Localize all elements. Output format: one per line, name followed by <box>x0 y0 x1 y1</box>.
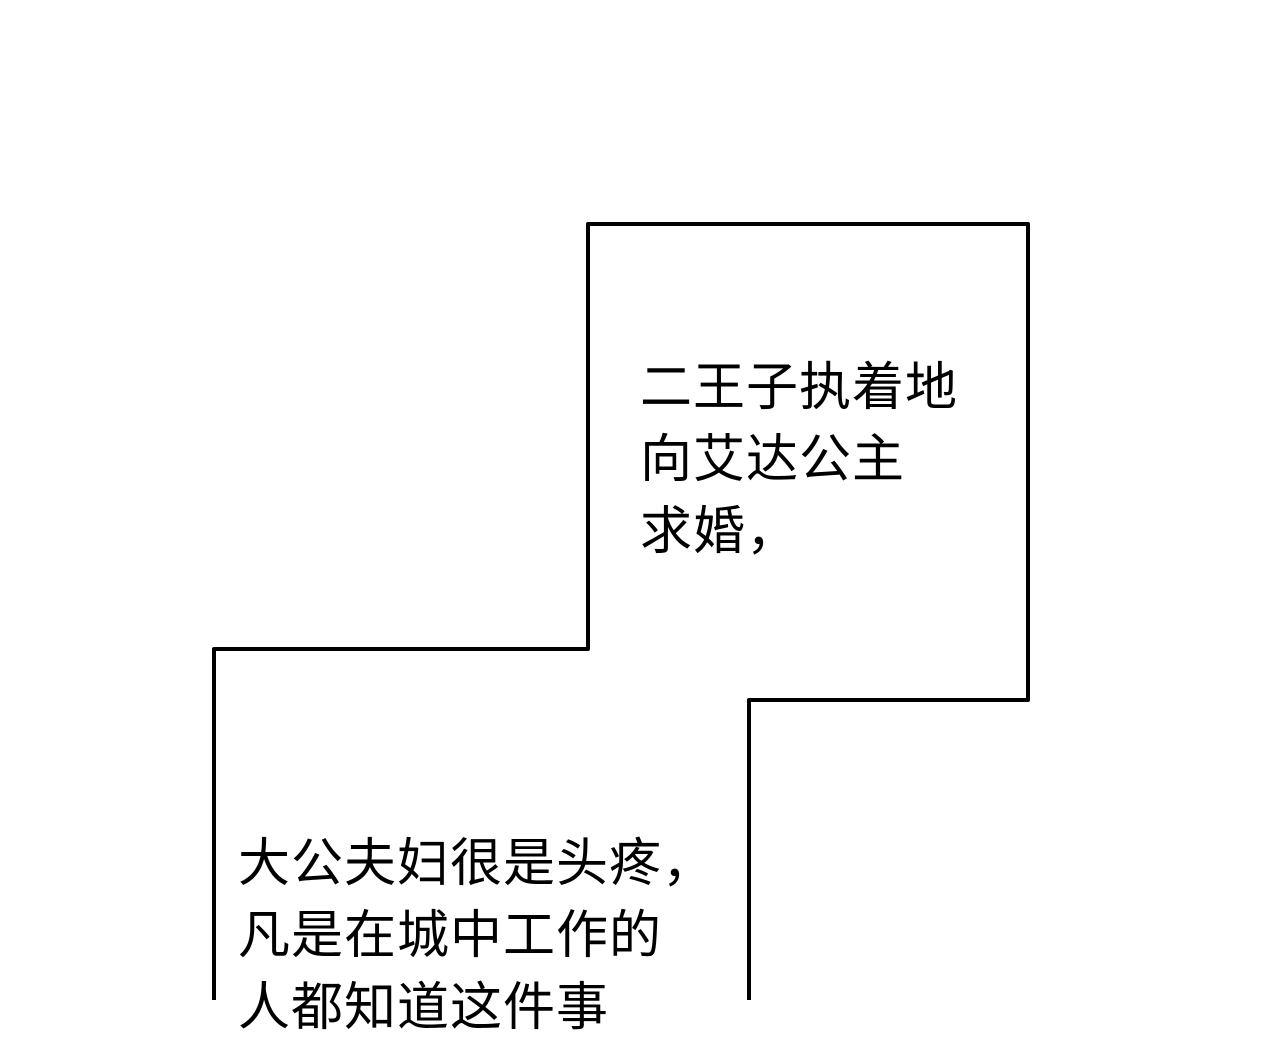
caption-top-line-3: 求婚， <box>640 502 800 562</box>
caption-top-line-1: 二王子执着地 <box>640 358 959 418</box>
caption-top-line-2: 向艾达公主 <box>640 430 906 490</box>
caption-bottom-line-2: 凡是在城中工作的 <box>238 906 663 966</box>
caption-bottom-line-3: 人都知道这件事 <box>238 978 610 1038</box>
caption-bottom-line-1: 大公夫妇很是头疼， <box>238 834 716 894</box>
caption-top: 二王子执着地 向艾达公主 求婚， <box>640 352 958 568</box>
caption-box-outline <box>212 222 1030 1000</box>
caption-bottom: 大公夫妇很是头疼， 凡是在城中工作的 人都知道这件事 <box>238 828 715 1044</box>
